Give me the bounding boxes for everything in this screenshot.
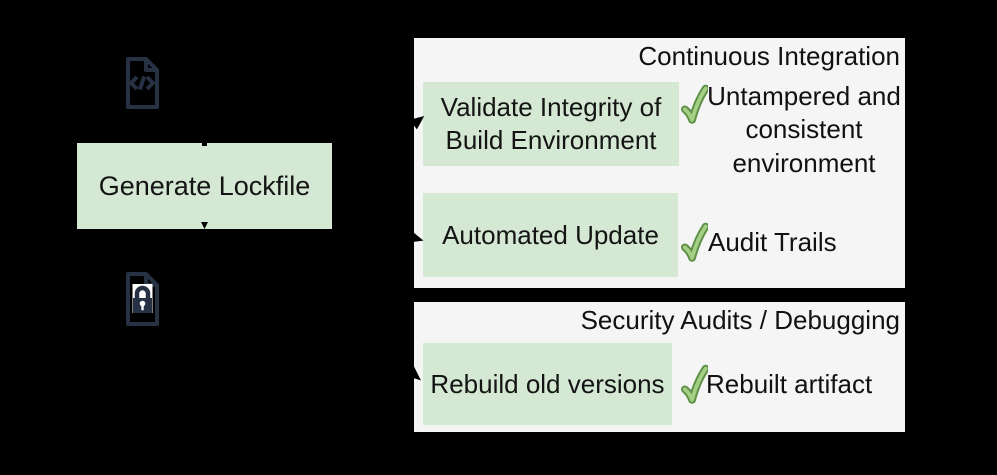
arrowhead-icon xyxy=(398,230,424,243)
rebuild-old-versions-node: Rebuild old versions xyxy=(423,343,672,425)
validate-integrity-label: Validate Integrity of Build Environment xyxy=(440,92,662,155)
panel-title: Continuous Integration xyxy=(638,41,900,71)
security-audits-panel: Security Audits / Debugging Rebuild old … xyxy=(411,299,908,435)
automated-update-node: Automated Update xyxy=(423,193,678,277)
code-file-icon xyxy=(126,57,159,109)
connector-stub-top xyxy=(202,142,207,146)
generate-lockfile-node: Generate Lockfile xyxy=(77,143,332,229)
lock-file-icon xyxy=(126,272,159,326)
update-outcome-text: Audit Trails xyxy=(708,227,837,257)
connector-stub-bottom xyxy=(201,222,208,229)
rebuild-old-versions-label: Rebuild old versions xyxy=(430,368,665,399)
check-icon xyxy=(681,364,708,404)
arrowhead-icon xyxy=(400,362,421,381)
continuous-integration-panel: Continuous Integration Validate Integrit… xyxy=(411,35,908,291)
arrowhead-icon xyxy=(402,115,425,134)
validate-integrity-node: Validate Integrity of Build Environment xyxy=(423,82,679,166)
check-icon xyxy=(681,222,708,262)
rebuild-outcome-text: Rebuilt artifact xyxy=(706,369,873,399)
panel-title: Security Audits / Debugging xyxy=(580,305,900,335)
validate-outcome-text: Untampered and consistent environment xyxy=(707,81,901,178)
check-icon xyxy=(681,84,708,124)
generate-lockfile-label: Generate Lockfile xyxy=(98,170,311,201)
automated-update-label: Automated Update xyxy=(442,219,659,250)
